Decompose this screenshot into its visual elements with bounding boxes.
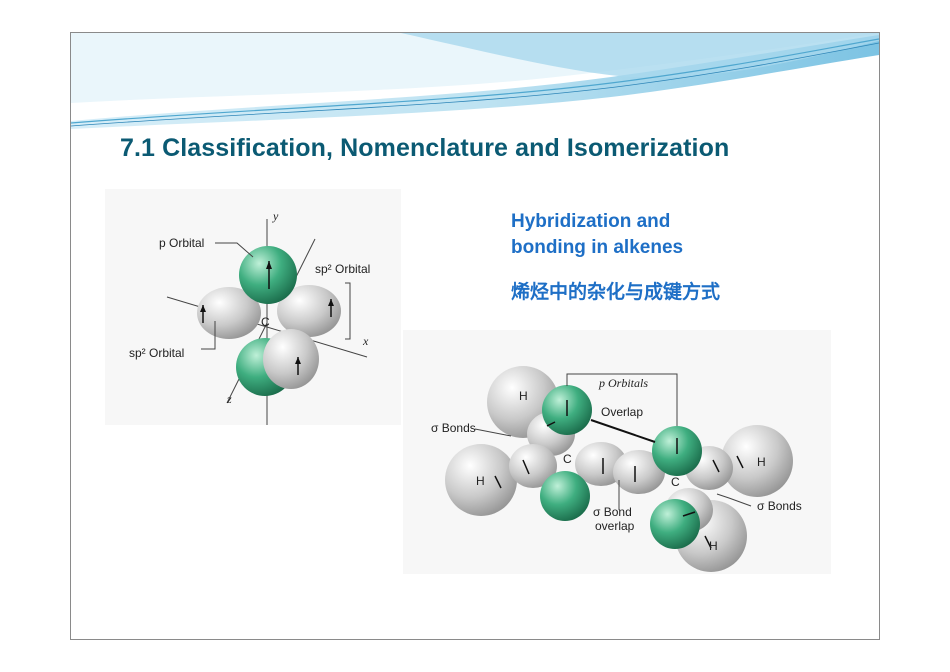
hydrogen-label-bottom-right: H — [709, 539, 718, 553]
hydrogen-label-left: H — [476, 474, 485, 488]
axis-y-label: y — [272, 209, 279, 223]
sigma-bond-label: σ Bond — [593, 505, 632, 519]
p-orbital-top-lobe — [239, 246, 297, 304]
axis-z-label: z — [226, 392, 232, 406]
hydrogen-left — [445, 444, 517, 516]
slide: 7.1 Classification, Nomenclature and Iso… — [70, 32, 880, 640]
p-orbitals-label: p Orbitals — [598, 376, 648, 390]
hydrogen-label-right: H — [757, 455, 766, 469]
sigma-bond-overlap-label: overlap — [595, 519, 635, 533]
sp2-orbital-diagram: C y x z p Orbital sp² Orbital sp² Orbita… — [105, 189, 401, 425]
sp2-orbital-label-top: sp² Orbital — [315, 262, 370, 276]
hydrogen-right — [721, 425, 793, 497]
sp2-orbital-label-bottom: sp² Orbital — [129, 346, 184, 360]
header-swoosh-decoration — [71, 33, 879, 129]
slide-title: 7.1 Classification, Nomenclature and Iso… — [120, 134, 730, 162]
sigma-lobe-left-lower — [509, 444, 557, 488]
caption-line-1: Hybridization and — [511, 211, 671, 232]
caption-chinese: 烯烃中的杂化与成键方式 — [511, 281, 721, 303]
sp2-lobe-right — [277, 285, 341, 337]
overlap-label: Overlap — [601, 405, 643, 419]
axis-x-label: x — [362, 334, 369, 348]
caption-line-2: bonding in alkenes — [511, 237, 684, 258]
carbon-label-left: C — [563, 452, 572, 466]
ethylene-bonding-diagram: H H H H C C p Orbitals Overlap σ Bonds σ… — [403, 330, 831, 574]
carbon-label-right: C — [671, 475, 680, 489]
sp2-lobe-front — [263, 329, 319, 389]
sigma-bonds-right-label: σ Bonds — [757, 499, 802, 513]
sigma-lobe-cc-right — [613, 450, 665, 494]
caption-english: Hybridization and bonding in alkenes — [511, 209, 771, 261]
p-orbital-left-bottom — [540, 471, 590, 521]
p-orbital-label: p Orbital — [159, 236, 204, 250]
p-orbital-right-bottom — [650, 499, 700, 549]
carbon-label: C — [261, 315, 270, 329]
hydrogen-label-top-left: H — [519, 389, 528, 403]
sp2-lobe-left — [197, 287, 261, 339]
sigma-bonds-left-label: σ Bonds — [431, 421, 476, 435]
